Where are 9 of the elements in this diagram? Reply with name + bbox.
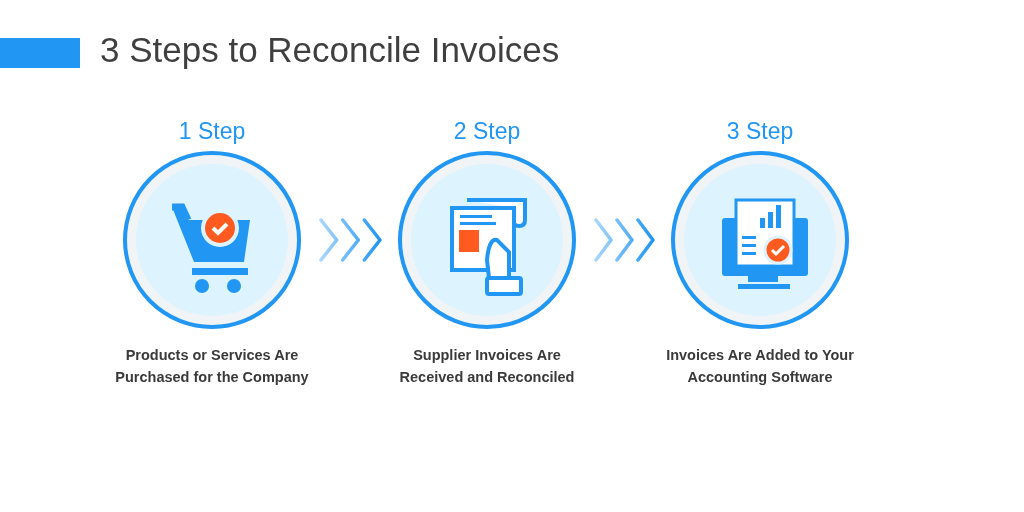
chevron-arrow xyxy=(594,218,655,262)
step-description: Invoices Are Added to Your Accounting Software xyxy=(665,346,855,387)
step-description: Products or Services Are Purchased for the Company xyxy=(114,346,310,387)
step-label: 2 Step xyxy=(452,118,522,145)
title: 3 Steps to Reconcile Invoices xyxy=(100,30,560,70)
step-label: 3 Step xyxy=(725,118,795,145)
step-label: 1 Step xyxy=(177,118,247,145)
step-description: Supplier Invoices Are Received and Reconciled xyxy=(398,346,576,387)
chevron-arrow xyxy=(319,218,382,262)
